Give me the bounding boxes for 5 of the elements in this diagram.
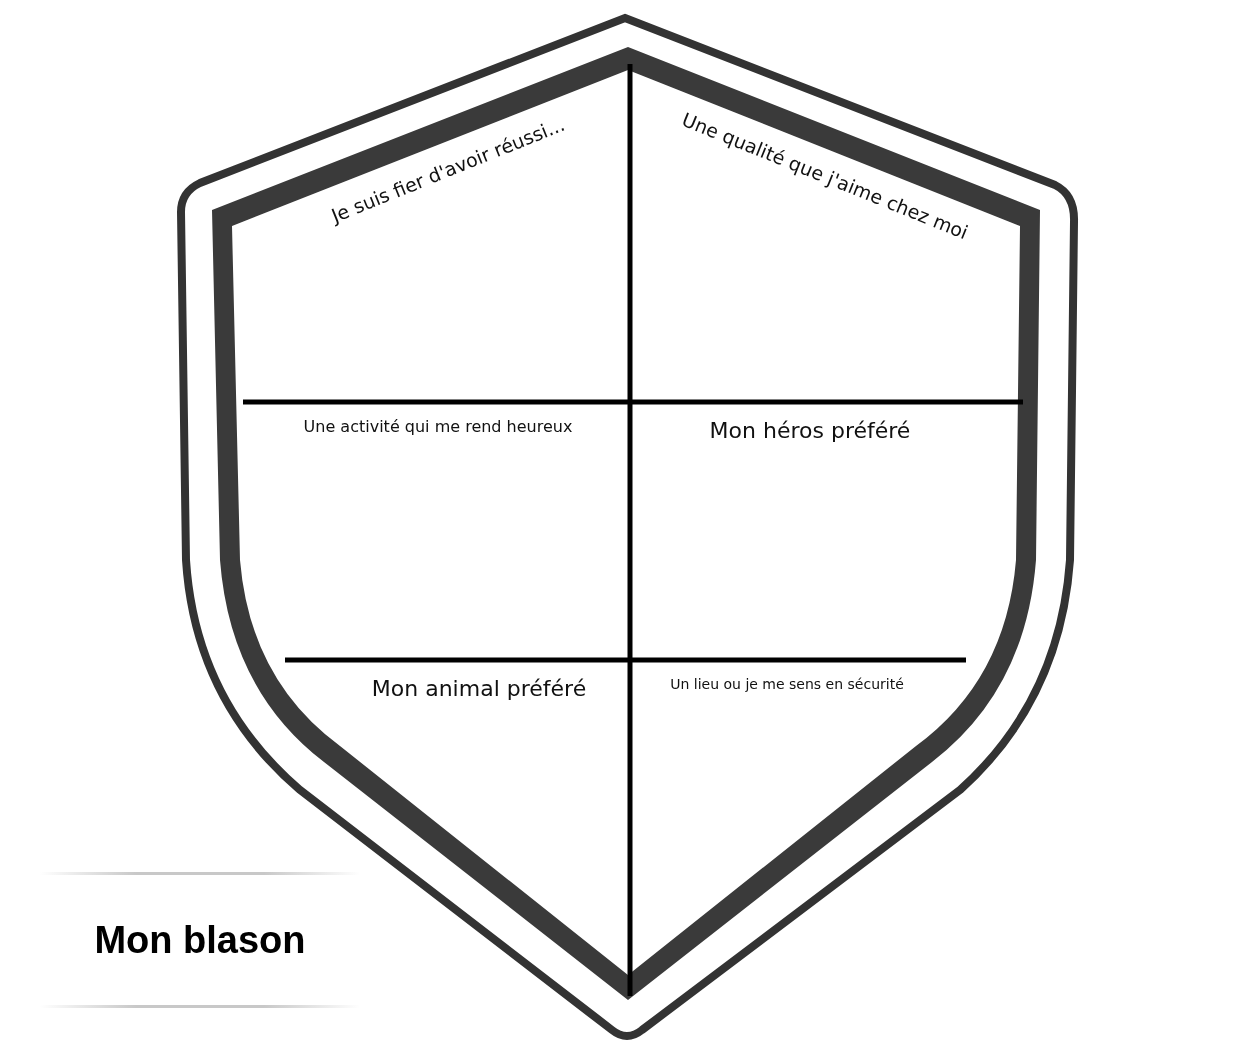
- title: Mon blason: [94, 918, 306, 962]
- section-heading: Mon héros préféré: [709, 417, 911, 445]
- section-heading: Une activité qui me rend heureux: [303, 417, 573, 437]
- section-heading: Mon animal préféré: [371, 675, 587, 703]
- section-heading: Un lieu ou je me sens en sécurité: [670, 675, 904, 693]
